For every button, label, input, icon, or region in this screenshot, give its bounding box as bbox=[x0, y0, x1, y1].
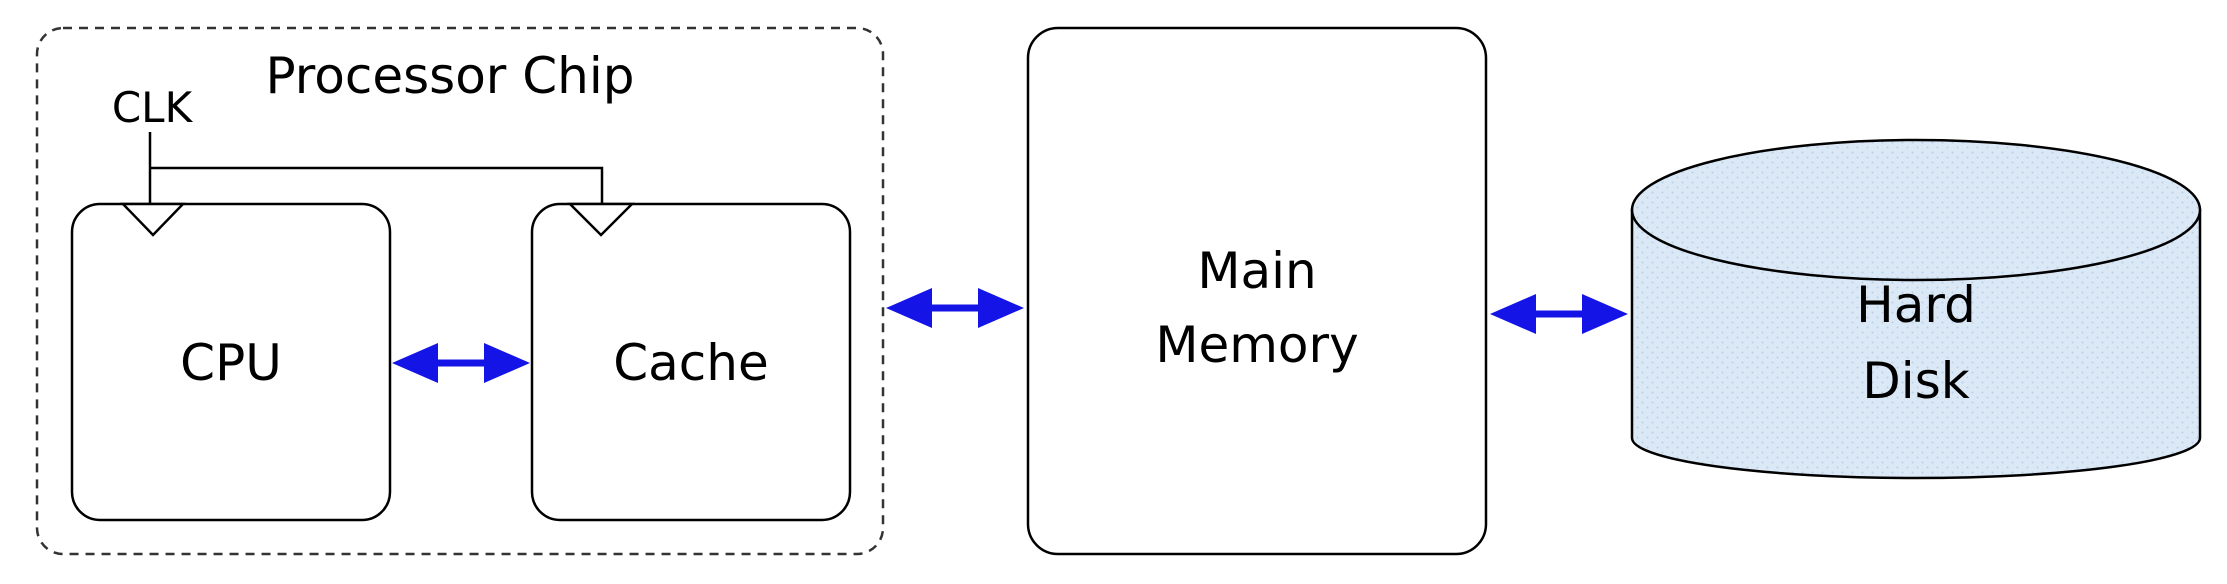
cache-box bbox=[530, 202, 852, 522]
processor-chip-label: Processor Chip bbox=[266, 47, 635, 105]
clk-label: CLK bbox=[112, 83, 194, 132]
hard-disk-label-line1: Hard bbox=[1856, 276, 1976, 334]
clock-line bbox=[148, 132, 604, 204]
hard-disk-label-line2: Disk bbox=[1862, 352, 1969, 410]
cpu-clock-input-marker bbox=[120, 202, 186, 237]
processor-chip-boundary bbox=[35, 26, 885, 556]
cpu-cache-arrow bbox=[392, 343, 530, 383]
main-memory-label-line2: Memory bbox=[1155, 316, 1358, 374]
hard-disk-cylinder-body bbox=[1630, 208, 2202, 480]
hard-disk-cylinder-top bbox=[1630, 138, 2202, 282]
cpu-label: CPU bbox=[180, 334, 282, 392]
memory-disk-arrow bbox=[1490, 294, 1628, 334]
main-memory-label-line1: Main bbox=[1197, 242, 1316, 300]
chip-memory-arrow bbox=[886, 288, 1024, 328]
cache-label: Cache bbox=[613, 334, 769, 392]
cache-clock-input-marker bbox=[566, 202, 636, 237]
cpu-box bbox=[70, 202, 392, 522]
main-memory-box bbox=[1026, 26, 1488, 556]
